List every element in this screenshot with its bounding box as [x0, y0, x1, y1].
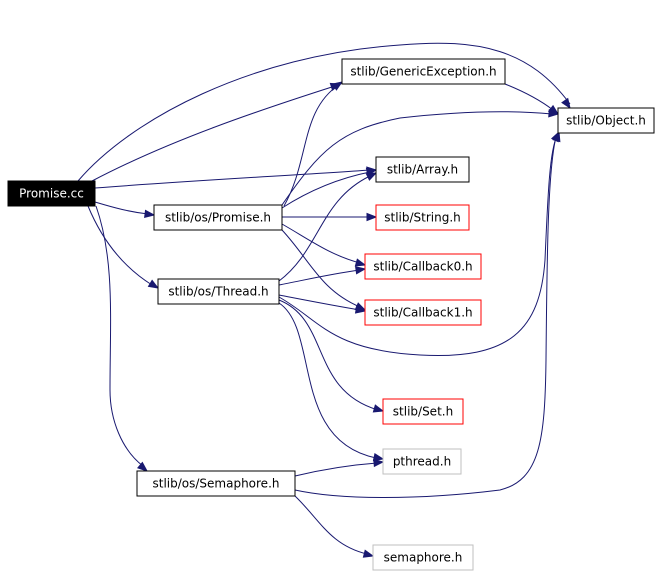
- node-label: stlib/os/Thread.h: [168, 285, 268, 299]
- node-box[interactable]: [375, 156, 470, 183]
- edge-line: [504, 83, 554, 111]
- node-label: pthread.h: [393, 455, 451, 469]
- edge-line: [294, 136, 557, 498]
- edge-arrowhead: [354, 266, 367, 275]
- edge-line: [294, 495, 368, 555]
- edge-promise_cc-to-generic_exception: [91, 82, 342, 182]
- node-box[interactable]: [382, 448, 462, 475]
- edge-os_semaphore_h-to-semaphore_h: [294, 495, 375, 558]
- node-pthread-h[interactable]: pthread.h: [382, 448, 462, 475]
- node-box[interactable]: [136, 470, 296, 497]
- edge-line: [278, 299, 379, 411]
- node-semaphore-h[interactable]: semaphore.h: [372, 544, 474, 571]
- node-label: Promise.cc: [19, 187, 84, 201]
- node-box[interactable]: [364, 253, 482, 280]
- edge-line: [278, 294, 361, 311]
- node-label: stlib/Callback0.h: [373, 260, 472, 274]
- node-label: stlib/Array.h: [387, 163, 458, 177]
- node-label: semaphore.h: [384, 551, 463, 565]
- node-box[interactable]: [382, 398, 464, 425]
- edge-line: [77, 42, 571, 182]
- node-os-promise-h[interactable]: stlib/os/Promise.h: [153, 204, 283, 231]
- edge-line: [94, 169, 371, 189]
- node-os-semaphore-h[interactable]: stlib/os/Semaphore.h: [136, 470, 296, 497]
- edge-os_semaphore_h-to-object_h: [294, 130, 561, 498]
- edge-os_promise_h-to-object_h: [281, 109, 560, 206]
- node-object-h[interactable]: stlib/Object.h: [557, 107, 655, 134]
- edge-arrowhead: [552, 130, 561, 143]
- edge-arrowhead: [365, 172, 378, 181]
- edge-arrowhead: [144, 209, 156, 219]
- edge-line: [278, 175, 371, 282]
- node-box[interactable]: [341, 58, 506, 85]
- edge-arrowhead: [366, 212, 378, 222]
- edge-os_thread_h-to-set_h: [278, 299, 385, 413]
- edge-line: [281, 223, 361, 264]
- node-label: stlib/Object.h: [566, 114, 646, 128]
- edge-arrowhead: [331, 81, 344, 91]
- edge-promise_cc-to-array_h: [94, 166, 378, 189]
- node-label: stlib/Set.h: [393, 405, 453, 419]
- node-label: stlib/String.h: [384, 211, 461, 225]
- edge-arrowhead: [373, 458, 385, 468]
- edge-arrowhead: [561, 97, 571, 110]
- node-label: stlib/Callback1.h: [373, 306, 472, 320]
- edge-promise_cc-to-os_thread_h: [87, 205, 160, 289]
- node-array-h[interactable]: stlib/Array.h: [375, 156, 470, 183]
- edge-promise_cc-to-os_semaphore_h: [95, 205, 149, 472]
- edge-arrowhead: [147, 279, 160, 289]
- edge-os_thread_h-to-callback1_h: [278, 294, 367, 314]
- edge-line: [87, 205, 153, 286]
- edge-arrowhead: [354, 305, 367, 314]
- node-callback1-h[interactable]: stlib/Callback1.h: [364, 299, 482, 326]
- edge-line: [95, 205, 144, 467]
- node-box[interactable]: [375, 204, 470, 231]
- node-set-h[interactable]: stlib/Set.h: [382, 398, 464, 425]
- node-box[interactable]: [557, 107, 655, 134]
- edge-line: [281, 229, 361, 308]
- edge-os_thread_h-to-callback0_h: [278, 266, 367, 286]
- edge-arrowhead: [372, 404, 385, 413]
- edge-os_promise_h-to-string_h: [282, 212, 378, 222]
- edge-line: [94, 201, 149, 215]
- edge-os_thread_h-to-pthread_h: [278, 302, 385, 462]
- edge-layer: [77, 42, 571, 558]
- edge-promise_cc-to-os_promise_h: [94, 201, 156, 219]
- edge-os_semaphore_h-to-pthread_h: [294, 458, 385, 477]
- edge-arrowhead: [354, 258, 367, 267]
- node-generic-exception[interactable]: stlib/GenericException.h: [341, 58, 506, 85]
- edge-os_thread_h-to-array_h: [278, 172, 378, 282]
- edge-arrowhead: [372, 452, 385, 462]
- node-label: stlib/os/Semaphore.h: [152, 477, 279, 491]
- node-label: stlib/os/Promise.h: [165, 211, 271, 225]
- node-os-thread-h[interactable]: stlib/os/Thread.h: [157, 278, 280, 305]
- node-box[interactable]: [364, 299, 482, 326]
- node-box[interactable]: [7, 180, 96, 207]
- node-box[interactable]: [157, 278, 280, 305]
- edge-line: [281, 111, 553, 206]
- node-string-h[interactable]: stlib/String.h: [375, 204, 470, 231]
- edge-line: [91, 85, 336, 182]
- node-layer: Promise.cc stlib/GenericException.h stlib/…: [7, 58, 655, 571]
- edge-line: [283, 83, 341, 207]
- node-box[interactable]: [153, 204, 283, 231]
- edge-line: [281, 171, 371, 209]
- edge-generic_exception-to-object_h: [504, 83, 560, 115]
- edge-arrowhead: [548, 109, 560, 118]
- node-label: stlib/GenericException.h: [350, 65, 496, 79]
- node-box[interactable]: [372, 544, 474, 571]
- node-promise-cc[interactable]: Promise.cc: [7, 180, 96, 207]
- edge-arrowhead: [362, 549, 375, 558]
- edge-line: [278, 302, 377, 459]
- edge-arrowhead: [137, 461, 149, 472]
- edge-line: [294, 462, 378, 477]
- node-callback0-h[interactable]: stlib/Callback0.h: [364, 253, 482, 280]
- edge-os_promise_h-to-callback0_h: [281, 223, 367, 267]
- edge-promise_cc-to-object_h: [77, 42, 571, 182]
- edge-os_promise_h-to-generic_exception: [283, 81, 344, 207]
- edge-line: [278, 269, 361, 286]
- edge-line: [278, 135, 558, 357]
